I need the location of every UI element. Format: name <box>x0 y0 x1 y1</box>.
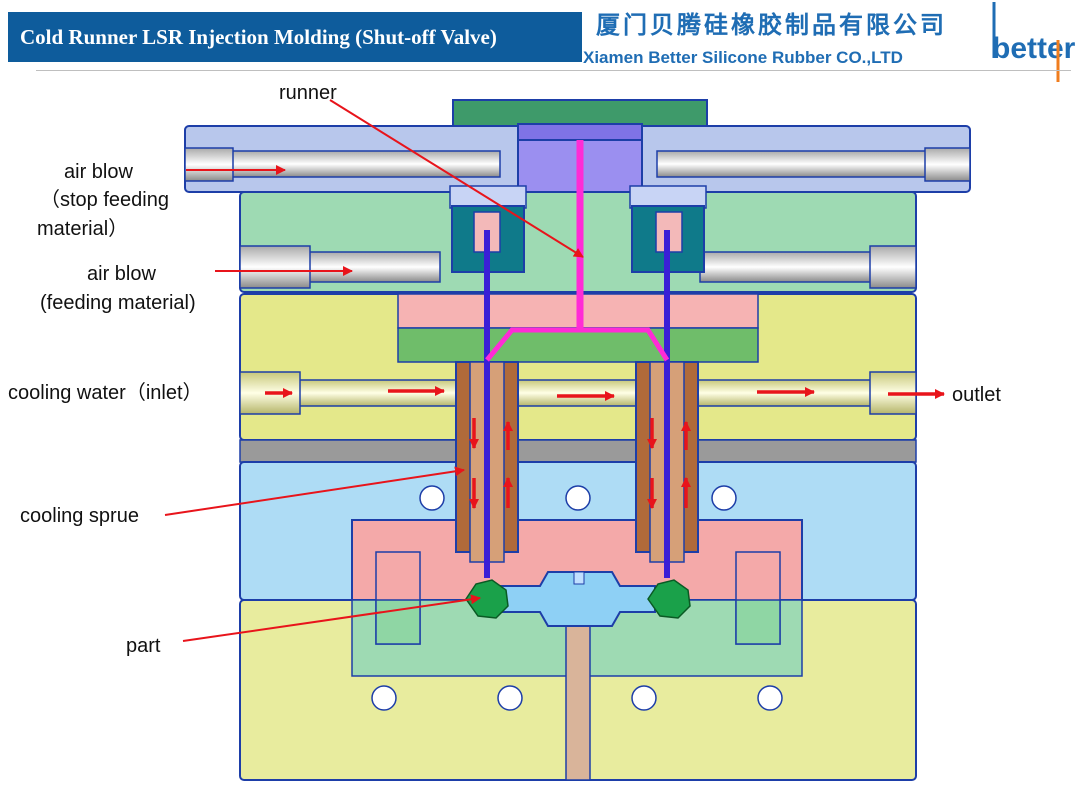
logo-text: better <box>992 32 1076 65</box>
label-cooling-sprue: cooling sprue <box>20 505 139 527</box>
label-feeding-material: (feeding material) <box>40 292 196 314</box>
company-logo: better <box>992 2 1076 82</box>
label-air-blow-upper: air blow <box>64 161 133 183</box>
label-part: part <box>126 635 161 657</box>
slide-title: Cold Runner LSR Injection Molding (Shut-… <box>8 12 582 62</box>
label-stop-feeding-line2: material） <box>37 217 128 240</box>
label-stop-feeding-line1: （stop feeding <box>40 188 169 211</box>
company-name-chinese: 厦门贝腾硅橡胶制品有限公司 <box>596 10 947 39</box>
runner-block-green <box>397 327 759 363</box>
air-pipe-upper-right <box>656 150 971 178</box>
ejector-pin <box>565 611 591 781</box>
molded-part <box>499 571 656 627</box>
cooling-water-channel <box>239 379 917 407</box>
label-air-blow-lower: air blow <box>87 263 156 285</box>
label-runner: runner <box>279 82 337 104</box>
gray-plate <box>239 439 917 463</box>
header-divider <box>36 70 1071 71</box>
label-cooling-water-inlet: cooling water（inlet） <box>8 381 203 404</box>
valve-cylinder-right <box>629 185 707 209</box>
label-outlet: outlet <box>952 384 1001 406</box>
company-name-english: Xiamen Better Silicone Rubber CO.,LTD <box>583 48 903 67</box>
